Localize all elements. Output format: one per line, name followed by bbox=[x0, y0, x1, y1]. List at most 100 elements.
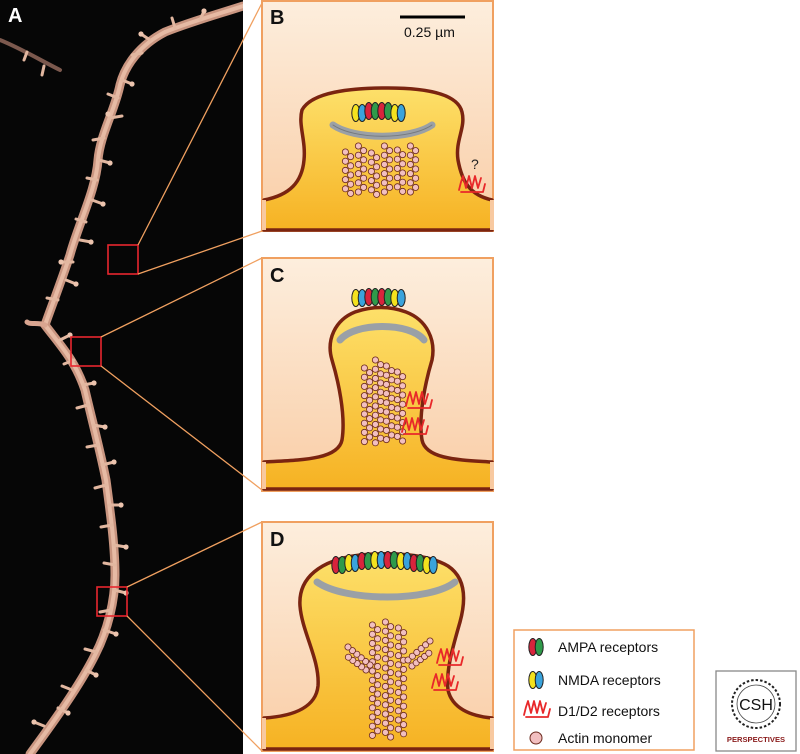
actin-monomer bbox=[374, 626, 382, 634]
actin-monomer bbox=[386, 174, 394, 182]
actin-monomer bbox=[374, 690, 382, 698]
actin-monomer bbox=[399, 391, 407, 399]
actin-monomer bbox=[374, 653, 382, 661]
actin-monomer bbox=[380, 170, 388, 178]
inset-box-d bbox=[96, 586, 128, 617]
actin-monomer bbox=[388, 385, 396, 393]
legend-d1d2-label: D1/D2 receptors bbox=[558, 703, 660, 719]
actin-monomer bbox=[406, 188, 414, 196]
actin-monomer bbox=[368, 639, 376, 647]
csh-perspectives-logo: CSH PERSPECTIVES bbox=[715, 670, 797, 752]
actin-monomer bbox=[341, 185, 349, 193]
actin-monomer bbox=[399, 437, 407, 445]
logo-csh-text: CSH bbox=[739, 697, 773, 714]
panel-d: D bbox=[261, 521, 494, 752]
actin-monomer bbox=[360, 438, 368, 446]
actin-monomer bbox=[382, 380, 390, 388]
actin-monomer bbox=[371, 430, 379, 438]
postsynaptic-density bbox=[336, 323, 428, 344]
actin-monomer bbox=[367, 158, 375, 166]
actin-monomer bbox=[412, 183, 420, 191]
actin-monomer bbox=[367, 149, 375, 157]
actin-monomer bbox=[354, 170, 362, 178]
actin-monomer bbox=[341, 166, 349, 174]
actin-monomer bbox=[366, 396, 374, 404]
actin-monomer bbox=[387, 669, 395, 677]
actin-monomer bbox=[399, 400, 407, 408]
actin-monomer bbox=[380, 188, 388, 196]
actin-monomer bbox=[382, 417, 390, 425]
actin-monomer bbox=[425, 649, 433, 657]
actin-monomer bbox=[393, 386, 401, 394]
legend-actin-label: Actin monomer bbox=[558, 730, 652, 746]
actin-monomer bbox=[393, 368, 401, 376]
actin-monomer bbox=[377, 397, 385, 405]
actin-monomer bbox=[360, 401, 368, 409]
actin-monomer bbox=[367, 186, 375, 194]
actin-monomer bbox=[381, 664, 389, 672]
actin-monomer bbox=[360, 392, 368, 400]
panel-b-letter: B bbox=[270, 7, 284, 29]
actin-monomer bbox=[380, 160, 388, 168]
actin-monomer bbox=[412, 174, 420, 182]
actin-monomer bbox=[377, 425, 385, 433]
actin-monomer bbox=[387, 696, 395, 704]
actin-monomer bbox=[388, 413, 396, 421]
actin-monomer bbox=[371, 374, 379, 382]
actin-monomer bbox=[381, 618, 389, 626]
actin-monomer bbox=[393, 164, 401, 172]
actin-monomer bbox=[366, 387, 374, 395]
actin-monomer bbox=[354, 151, 362, 159]
actin-monomer bbox=[366, 415, 374, 423]
actin-monomer bbox=[387, 733, 395, 741]
actin-monomer bbox=[368, 649, 376, 657]
actin-monomer bbox=[360, 428, 368, 436]
actin-monomer bbox=[399, 178, 407, 186]
actin-monomer bbox=[394, 679, 402, 687]
actin-monomer bbox=[382, 371, 390, 379]
inset-box-c bbox=[70, 336, 102, 367]
actin-monomer bbox=[371, 365, 379, 373]
nmda-legend-icon bbox=[528, 671, 544, 689]
actin-monomer bbox=[399, 373, 407, 381]
actin-monomer bbox=[394, 725, 402, 733]
actin-monomer bbox=[341, 176, 349, 184]
actin-monomer bbox=[382, 408, 390, 416]
actin-monomer bbox=[367, 177, 375, 185]
actin-monomer bbox=[377, 361, 385, 369]
actin-monomer bbox=[388, 376, 396, 384]
actin-monomer bbox=[386, 183, 394, 191]
actin-monomer bbox=[360, 147, 368, 155]
actin-monomer bbox=[374, 644, 382, 652]
postsynaptic-density bbox=[313, 578, 459, 601]
actin-monomer bbox=[371, 402, 379, 410]
actin-monomer bbox=[426, 637, 434, 645]
actin-monomer bbox=[394, 688, 402, 696]
actin-monomer bbox=[400, 702, 408, 710]
actin-monomer bbox=[400, 684, 408, 692]
actin-monomer bbox=[368, 695, 376, 703]
actin-monomer bbox=[386, 165, 394, 173]
actin-monomer bbox=[393, 146, 401, 154]
actin-monomer bbox=[360, 183, 368, 191]
actin-monomer bbox=[368, 667, 376, 675]
actin-monomer bbox=[380, 151, 388, 159]
actin-monomer bbox=[347, 162, 355, 170]
actin-monomer bbox=[394, 698, 402, 706]
actin-monomer bbox=[387, 659, 395, 667]
actin-monomer bbox=[388, 367, 396, 375]
actin-monomer bbox=[341, 157, 349, 165]
actin-monomer bbox=[400, 721, 408, 729]
actin-monomer bbox=[381, 692, 389, 700]
actin-monomer bbox=[412, 147, 420, 155]
actin-monomer bbox=[412, 165, 420, 173]
actin-monomer bbox=[373, 163, 381, 171]
actin-monomer bbox=[374, 708, 382, 716]
actin-monomer bbox=[354, 188, 362, 196]
actin-monomer bbox=[360, 165, 368, 173]
ampa-legend-icon bbox=[528, 638, 544, 656]
inset-connectors bbox=[100, 2, 263, 752]
micrograph-background bbox=[0, 0, 243, 754]
actin-monomer bbox=[368, 676, 376, 684]
actin-monomer bbox=[400, 711, 408, 719]
